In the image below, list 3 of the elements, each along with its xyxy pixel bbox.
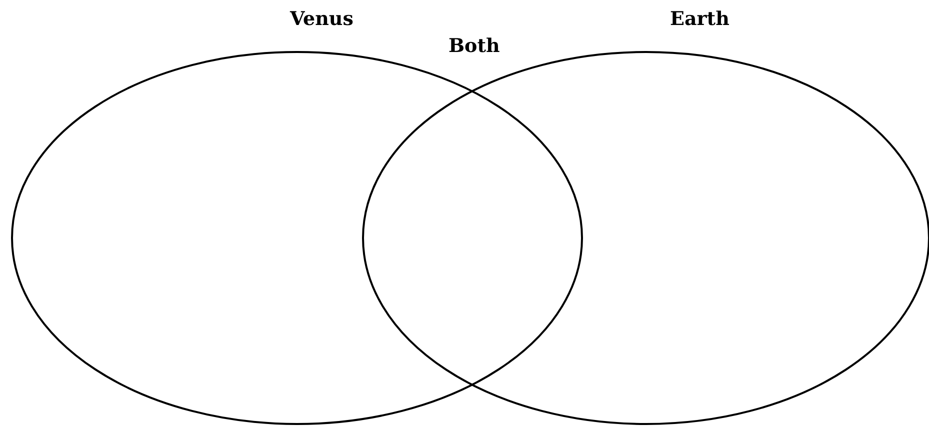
set-title: Earth	[670, 8, 730, 30]
set-title: Venus	[290, 8, 354, 30]
overlap-title: Both	[448, 35, 500, 57]
